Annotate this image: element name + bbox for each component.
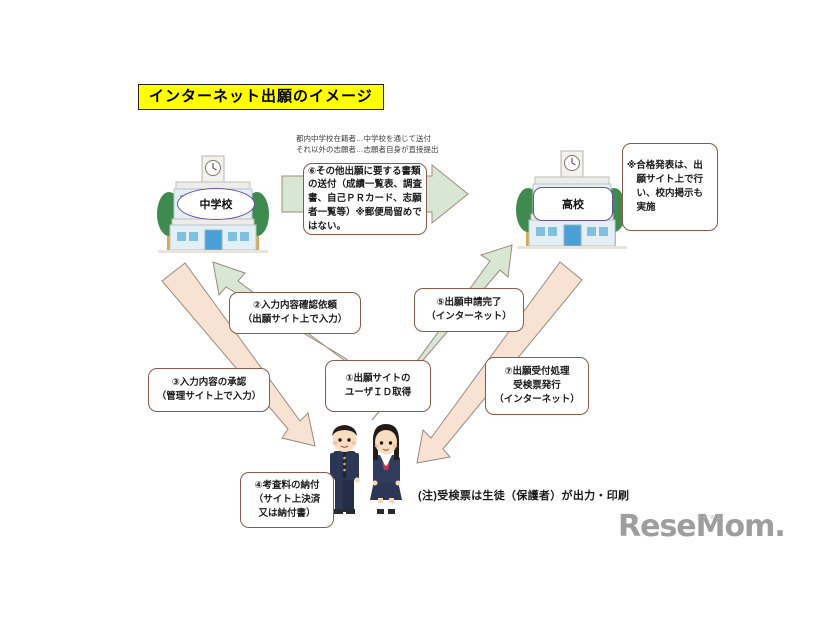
page-title: インターネット出願のイメージ xyxy=(138,84,384,110)
step-1-line-1: ①出願サイトの xyxy=(345,373,411,385)
step-7-line-2: 受検票発行 xyxy=(513,380,561,392)
step-4-line-2: （サイト上決済 xyxy=(253,494,321,506)
arrow-jhs-to-student xyxy=(161,262,316,447)
step-4-line-3: 又は納付書） xyxy=(258,507,316,519)
step-6-line-1: ⑥その他出願に要する書類 xyxy=(308,165,421,177)
high-school-label-text: 高校 xyxy=(562,199,584,211)
top-note-line-2: それ以外の志願者…志願者自身が直接提出 xyxy=(296,144,439,154)
step-5-line-1: ⑤出願申請完了 xyxy=(436,297,502,309)
step-1-box[interactable]: ①出願サイトの ユーザＩＤ取得 xyxy=(325,360,431,412)
step-3-line-1: ③入力内容の承認 xyxy=(171,377,247,389)
step-7-box[interactable]: ⑦出願受付処理 受検票発行 （インターネット） xyxy=(485,357,589,415)
top-note: 都内中学校在籍者…中学校を通じて送付 それ以外の志願者…志願者自身が直接提出 xyxy=(296,134,439,156)
step-5-box[interactable]: ⑤出願申請完了 （インターネット） xyxy=(414,288,524,332)
step-1-line-2: ユーザＩＤ取得 xyxy=(344,387,412,398)
resemom-logo-text: ReseMom. xyxy=(618,509,786,544)
high-school-label: 高校 xyxy=(533,187,613,221)
top-note-line-1: 都内中学校在籍者…中学校を通じて送付 xyxy=(296,134,431,143)
step-4-line-1: ④考査料の納付 xyxy=(254,480,320,492)
students-pair-icon xyxy=(322,418,408,516)
step-5-line-2: （インターネット） xyxy=(426,311,512,322)
step-2-box[interactable]: ②入力内容確認依頼 （出願サイト上で入力） xyxy=(229,292,361,334)
step-6-line-2: の送付（成績一覧表、調査 xyxy=(308,179,423,191)
step-2-line-1: ②入力内容確認依頼 xyxy=(252,300,338,312)
resemom-logo-ruby: リセマム xyxy=(696,515,723,521)
step-6-line-5: はない。 xyxy=(308,220,347,232)
step-6-line-4: 者一覧等）※郵便局留めで xyxy=(308,206,422,218)
step-6-box[interactable]: ⑥その他出願に要する書類 の送付（成績一覧表、調査 書、自己ＰＲカード、志願 者… xyxy=(303,163,427,235)
side-note-line-4: 実施 xyxy=(627,201,656,213)
result-announcement-note-box[interactable]: ※合格発表は、出 願サイト上で行 い、校内掲示も 実施 xyxy=(622,143,718,231)
step-7-line-3: （インターネット） xyxy=(494,393,580,405)
side-note-line-2: 願サイト上で行 xyxy=(627,174,704,186)
student-girl-icon xyxy=(370,424,402,514)
step-7-line-1: ⑦出願受付処理 xyxy=(504,366,570,378)
side-note-line-3: い、校内掲示も xyxy=(627,188,704,199)
step-3-box[interactable]: ③入力内容の承認 （管理サイト上で入力） xyxy=(148,368,270,412)
step-2-line-2: （出願サイト上で入力） xyxy=(242,314,348,325)
step-4-box[interactable]: ④考査料の納付 （サイト上決済 又は納付書） xyxy=(240,472,334,528)
side-note-line-1: ※合格発表は、出 xyxy=(627,160,703,172)
resemom-logo: ReseMom. リセマム xyxy=(618,509,786,556)
junior-high-school-label-text: 中学校 xyxy=(199,199,233,211)
bottom-note: (注)受検票は生徒（保護者）が出力・印刷 xyxy=(418,490,630,502)
junior-high-school-label: 中学校 xyxy=(177,188,255,220)
step-6-line-3: 書、自己ＰＲカード、志願 xyxy=(308,193,422,205)
step-3-line-2: （管理サイト上で入力） xyxy=(156,391,262,402)
